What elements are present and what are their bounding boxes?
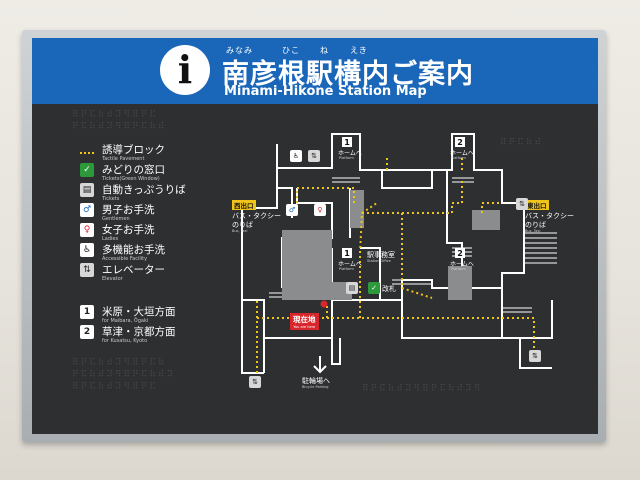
- men-toilet-icon: ♂: [286, 204, 298, 216]
- platform-number: 1: [80, 305, 94, 319]
- braille-text: ⠿⠟⠯⠷⠾⠽⠻⠿⠟⠯: [72, 110, 158, 120]
- sign-title: 南彦根駅構内ご案内: [222, 59, 474, 90]
- platform-1-top: 1: [342, 137, 352, 147]
- down-arrow-icon: [313, 356, 327, 374]
- info-icon: i: [160, 45, 210, 95]
- platform-2-top: 2: [455, 137, 465, 147]
- you-are-here-label: 現在地 You are here: [290, 313, 319, 330]
- sign-subtitle: Minami-Hikone Station Map: [224, 84, 427, 99]
- furigana-2: ひこ: [282, 46, 300, 55]
- you-are-here-pin: [320, 300, 328, 308]
- east-exit-label: 東出口: [525, 200, 549, 210]
- accessible-icon: ♿: [80, 243, 94, 257]
- women-toilet-icon: ♀: [314, 204, 326, 216]
- green-window-icon: ✓: [80, 163, 94, 177]
- braille-text: ⠿⠟⠯⠷⠾⠽⠻⠿⠟⠯⠷: [72, 358, 167, 368]
- hatched-area: [472, 210, 500, 230]
- furigana-3: ね: [320, 46, 329, 55]
- hatched-area: [350, 190, 364, 228]
- ticket-machine-icon: ▤: [346, 282, 358, 294]
- elevator-icon: ⇅: [516, 198, 528, 210]
- braille-text: ⠿⠟⠯⠷⠾: [500, 138, 543, 148]
- sign-header: i みなみ ひこ ね えき 南彦根駅構内ご案内 Minami-Hikone St…: [32, 38, 598, 104]
- braille-text: ⠟⠯⠷⠾⠽⠻⠿⠟⠯⠷⠾⠽: [72, 370, 176, 380]
- elevator-icon: ⇅: [308, 150, 320, 162]
- tactile-dots-icon: [80, 143, 94, 157]
- bus-taxi-west: バス・タクシー: [232, 212, 281, 220]
- station-floor-plan: [241, 133, 557, 383]
- station-map-sign: i みなみ ひこ ね えき 南彦根駅構内ご案内 Minami-Hikone St…: [32, 38, 598, 434]
- platform-1-mid: 1: [342, 248, 352, 258]
- braille-text: ⠿⠟⠯⠷⠾⠽⠻⠿⠟⠯⠷⠾⠽⠻: [362, 384, 483, 394]
- men-toilet-icon: ♂: [80, 203, 94, 217]
- station-office-label: 駅事務室: [367, 251, 395, 259]
- braille-text: ⠟⠯⠷⠾⠽⠻⠿⠟⠯⠷⠾: [72, 122, 167, 132]
- hatched-area: [448, 266, 472, 300]
- women-toilet-icon: ♀: [80, 223, 94, 237]
- platform-number: 2: [80, 325, 94, 339]
- platform-2-mid: 2: [455, 248, 465, 258]
- bicycle-parking-label: 駐輪場へ: [302, 377, 330, 385]
- west-exit-label: 西出口: [232, 200, 256, 210]
- ticket-machine-icon: ▤: [80, 183, 94, 197]
- elevator-icon: ⇅: [249, 376, 261, 388]
- hatched-area: [282, 230, 332, 300]
- gate-label: 改札: [382, 285, 396, 293]
- bus-taxi-east: バス・タクシー: [525, 212, 574, 220]
- furigana-1: みなみ: [226, 46, 253, 55]
- accessible-icon: ♿: [290, 150, 302, 162]
- elevator-icon: ⇅: [529, 350, 541, 362]
- green-window-icon: ✓: [368, 282, 380, 294]
- tactile-pavement: [256, 156, 535, 383]
- braille-text: ⠿⠟⠯⠷⠾⠽⠻⠿⠟⠯: [72, 382, 158, 392]
- furigana-4: えき: [350, 46, 368, 55]
- elevator-icon: ⇅: [80, 263, 94, 277]
